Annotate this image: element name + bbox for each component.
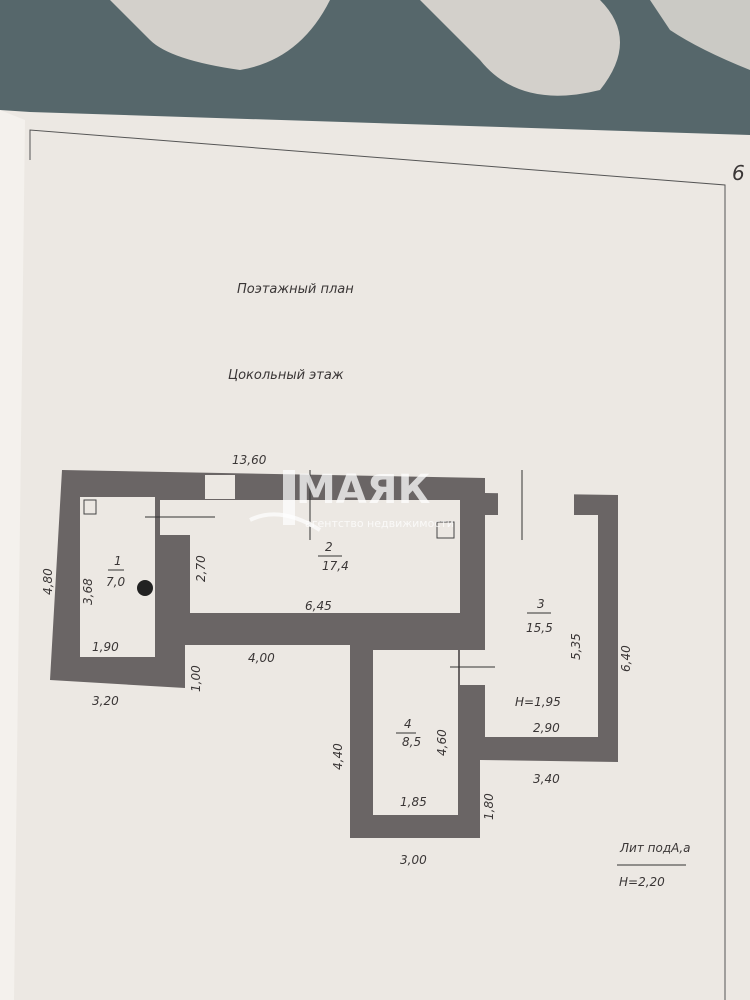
svg-text:агентство недвижимости: агентство недвижимости xyxy=(305,517,454,530)
dim-left-bottom: 3,20 xyxy=(92,694,119,708)
dim-room4-bottom: 3,00 xyxy=(400,853,427,867)
room-area: 8,5 xyxy=(402,735,421,749)
fabric-background xyxy=(110,0,750,96)
room-area: 17,4 xyxy=(322,559,349,573)
dim-room3-width: 2,90 xyxy=(533,721,560,735)
window xyxy=(498,490,574,515)
dim-corridor-step: 1,00 xyxy=(189,665,203,692)
page-left-edge xyxy=(0,110,25,1000)
dim-room4-step: 1,80 xyxy=(482,793,496,820)
room3-ceiling-height: H=1,95 xyxy=(515,695,561,709)
frame-border xyxy=(29,129,726,1000)
dim-room4-width: 1,85 xyxy=(400,795,427,809)
boiler-icon xyxy=(137,580,153,596)
window xyxy=(205,475,235,499)
sink-icon xyxy=(83,499,97,515)
legend-letter: Лит подА,а xyxy=(619,841,691,855)
dim-room1-height: 3,68 xyxy=(81,578,95,605)
dim-room1-width: 1,90 xyxy=(92,640,119,654)
dim-room4-height: 4,60 xyxy=(435,729,449,756)
room-number: 2 xyxy=(325,540,333,554)
room-1 xyxy=(80,497,155,657)
dim-right-bottom: 3,40 xyxy=(533,772,560,786)
door-marks xyxy=(145,470,523,668)
document-title: Поэтажный план xyxy=(237,282,354,297)
lighthouse-icon xyxy=(283,470,295,525)
room-area: 15,5 xyxy=(526,621,553,635)
dim-room4-outer-height: 4,40 xyxy=(331,743,345,770)
dim-room2-width: 6,45 xyxy=(305,599,332,613)
stove-icon xyxy=(436,521,455,539)
room-number: 3 xyxy=(537,597,545,611)
legend-height: H=2,20 xyxy=(619,875,665,889)
dim-left-outer: 4,80 xyxy=(41,568,55,595)
dim-corridor-width: 4,00 xyxy=(248,651,275,665)
corridor-outside xyxy=(185,645,350,845)
dim-room3-height: 5,35 xyxy=(569,633,583,660)
page-corner-mark: 6 xyxy=(732,161,745,185)
watermark-logo: МАЯК агентство недвижимости xyxy=(249,467,454,532)
dim-right-outer: 6,40 xyxy=(619,645,633,672)
dim-room2-height: 2,70 xyxy=(194,555,208,582)
room-3 xyxy=(485,515,598,737)
document-subtitle: Цокольный этаж xyxy=(228,368,344,383)
svg-text:МАЯК: МАЯК xyxy=(296,467,431,513)
room-number: 1 xyxy=(114,554,122,568)
room-number: 4 xyxy=(404,717,412,731)
room-area: 7,0 xyxy=(106,575,125,589)
dim-top-total: 13,60 xyxy=(232,453,267,467)
